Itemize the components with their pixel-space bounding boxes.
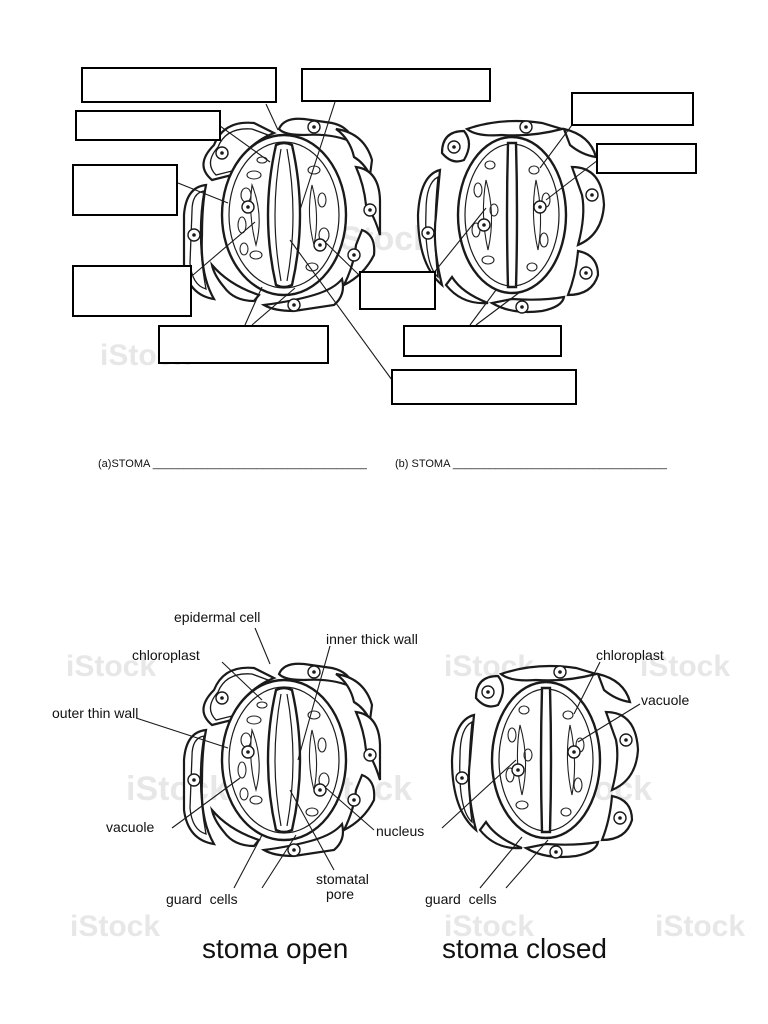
leader-line: [469, 289, 497, 326]
leader-line: [219, 125, 271, 163]
leader-line: [431, 207, 487, 276]
leader-line: [577, 703, 641, 743]
label-nucleus: nucleus: [376, 823, 424, 839]
leader-line: [325, 787, 375, 831]
answer-box-epidermal-cell[interactable]: [81, 67, 277, 103]
leader-line: [289, 789, 335, 871]
leader-line: [545, 159, 599, 201]
labeled-diagram: iStock iStock iStock iStock iStock iStoc…: [52, 609, 745, 964]
leader-line: [265, 103, 279, 131]
answer-box-outer-thin-wall[interactable]: [72, 164, 178, 216]
label-stomatal-pore-line2: pore: [326, 886, 354, 902]
leader-line: [475, 291, 521, 326]
label-outer-thin-wall: outer thin wall: [52, 705, 138, 721]
leader-line: [233, 834, 263, 889]
answer-box-chloroplast[interactable]: [75, 110, 221, 141]
leader-line: [479, 836, 523, 889]
leader-line: [299, 101, 336, 211]
label-stomatal-pore-line1: stomatal: [316, 871, 369, 887]
leader-line: [573, 661, 601, 715]
answer-box-guard-cells-open[interactable]: [158, 325, 329, 364]
watermark-text: iStock: [655, 910, 745, 943]
stoma-open-diagram: [182, 662, 382, 858]
leader-line: [261, 834, 297, 889]
leader-line: [322, 239, 361, 277]
stoma-closed-diagram-blank: [416, 119, 606, 315]
watermark-text: iStock: [70, 910, 160, 943]
label-guard-cells-closed: guard cells: [425, 891, 497, 907]
leader-line: [289, 239, 393, 381]
title-stoma-closed: stoma closed: [442, 933, 607, 964]
leader-line: [505, 839, 549, 889]
answer-box-stomatal-pore[interactable]: [391, 369, 577, 405]
watermark-text: iStock: [66, 650, 156, 683]
leader-line: [177, 182, 229, 204]
leader-line: [539, 124, 573, 169]
watermark-text: iStock: [126, 770, 228, 808]
leader-line: [441, 759, 517, 829]
leader-line: [254, 627, 271, 665]
leader-line: [135, 717, 229, 749]
answer-box-guard-cells-closed[interactable]: [403, 325, 562, 357]
leader-line: [251, 287, 296, 326]
label-inner-thick-wall: inner thick wall: [326, 631, 418, 647]
stoma-open-diagram-blank: [182, 117, 382, 313]
answer-box-vacuole-closed[interactable]: [596, 143, 697, 174]
answer-box-inner-thick-wall[interactable]: [301, 68, 491, 102]
title-stoma-open: stoma open: [202, 933, 348, 964]
leader-line: [244, 286, 263, 326]
label-chloroplast-closed: chloroplast: [596, 647, 664, 663]
leader-line: [171, 777, 241, 829]
worksheet-top: iStock iStock (a)STOMA _______________: [72, 67, 697, 470]
caption-b: (b) STOMA ______________________________…: [395, 458, 668, 470]
watermark-text: iStock: [444, 910, 534, 943]
label-epidermal-cell: epidermal cell: [174, 609, 260, 625]
answer-box-vacuole[interactable]: [72, 265, 192, 317]
label-chloroplast-open: chloroplast: [132, 647, 200, 663]
leader-line: [297, 645, 331, 761]
answer-box-nucleus[interactable]: [359, 271, 436, 310]
leader-line: [192, 221, 256, 276]
answer-box-chloroplast-closed[interactable]: [571, 92, 694, 126]
label-vacuole-closed: vacuole: [641, 692, 689, 708]
label-guard-cells-open: guard cells: [166, 891, 238, 907]
watermark-text: iStock: [640, 650, 730, 683]
leader-line: [221, 661, 263, 701]
caption-a: (a)STOMA _______________________________…: [98, 458, 368, 470]
stoma-closed-diagram: [450, 664, 640, 860]
label-vacuole-open: vacuole: [106, 819, 154, 835]
